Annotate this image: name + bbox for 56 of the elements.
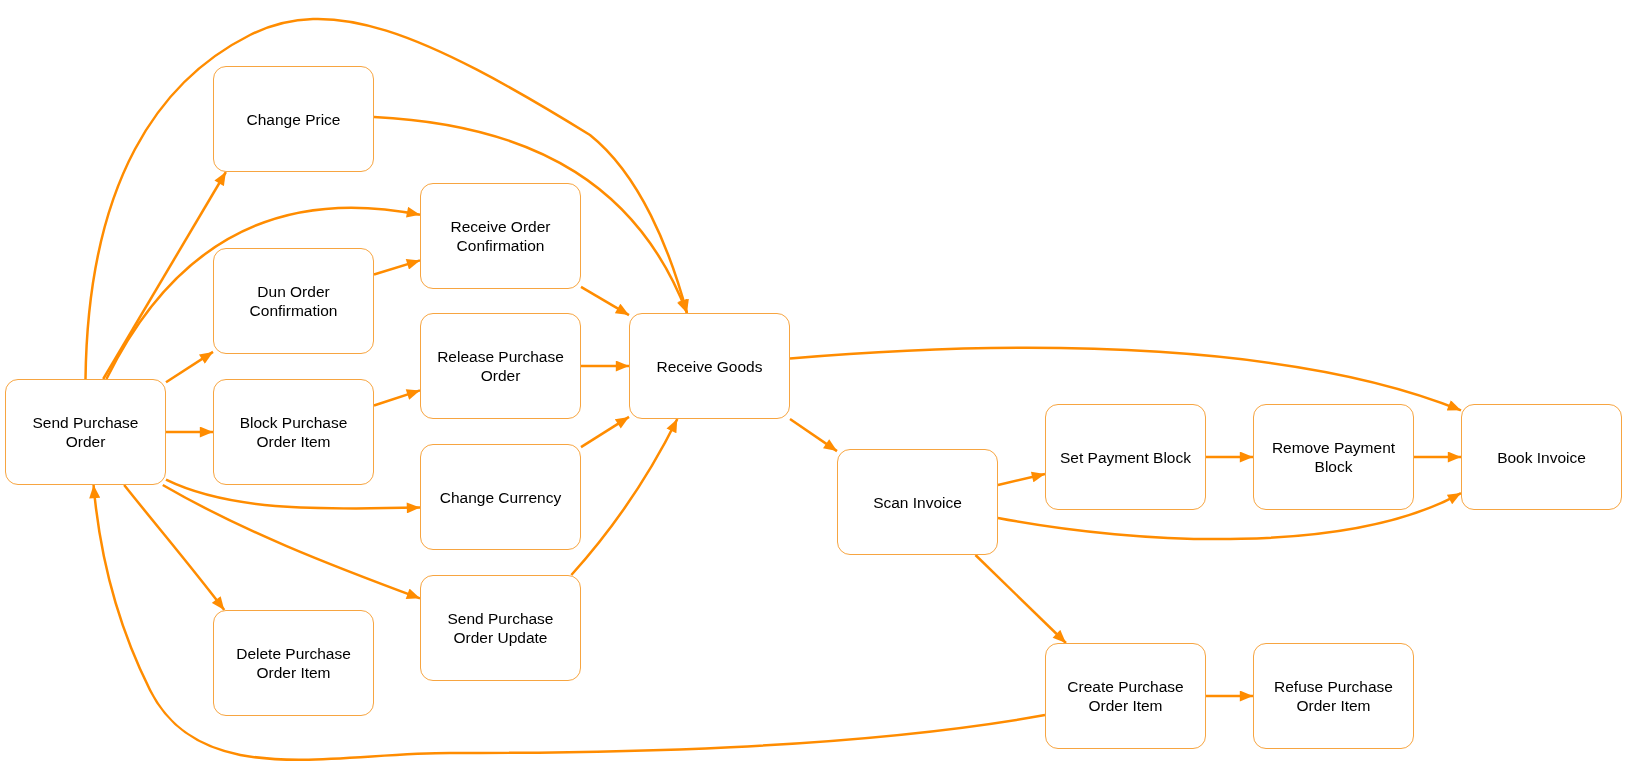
box-label: Scan Invoice: [873, 492, 962, 512]
box-label: Change Price: [246, 109, 341, 129]
box-label: Create Purchase Order Item: [1066, 677, 1185, 715]
process-box: [1253, 643, 1414, 749]
arrow: [373, 259, 421, 276]
box-label: Send Purchase Order Update: [446, 609, 555, 647]
box-label: Book Invoice: [1497, 447, 1586, 467]
box-label: Receive Goods: [656, 356, 763, 376]
arrow: [89, 484, 1046, 761]
arrow: [102, 171, 227, 380]
process-box: [1461, 404, 1622, 510]
process-box: [1253, 404, 1414, 510]
process-box: [213, 66, 374, 172]
box-label: Set Payment Block: [1060, 447, 1191, 467]
arrow: [570, 418, 679, 576]
process-box: [420, 444, 581, 550]
arrow: [105, 206, 421, 380]
arrow: [789, 417, 838, 453]
arrow: [373, 115, 689, 314]
arrow: [165, 478, 421, 514]
process-box: [837, 449, 998, 555]
process-box: [629, 313, 790, 419]
arrow: [997, 471, 1046, 487]
process-box: [420, 313, 581, 419]
box-label: Block Purchase Order Item: [238, 413, 349, 451]
arrow: [580, 415, 630, 449]
process-box: [420, 575, 581, 681]
box-label: Change Currency: [439, 487, 562, 507]
arrow: [580, 285, 630, 317]
arrow: [166, 426, 213, 438]
process-box: [213, 379, 374, 485]
arrow: [373, 389, 421, 407]
arrow: [974, 554, 1067, 644]
process-box: [213, 610, 374, 716]
process-box: [1045, 643, 1206, 749]
arrow: [789, 346, 1462, 412]
box-label: Refuse Purchase Order Item: [1273, 677, 1394, 715]
arrow: [162, 483, 421, 600]
box-label: Release Purchase Order: [436, 347, 565, 385]
box-label: Delete Purchase Order Item: [235, 644, 352, 682]
arrow: [1206, 451, 1253, 463]
arrow: [84, 17, 689, 380]
process-box: [1045, 404, 1206, 510]
box-label: Remove Payment Block: [1270, 438, 1397, 476]
process-box: [213, 248, 374, 354]
arrow: [997, 491, 1462, 541]
arrow: [581, 360, 629, 372]
arrow: [165, 350, 214, 384]
process-box: [5, 379, 166, 485]
arrow: [1414, 451, 1461, 463]
box-label: Send Purchase Order: [31, 413, 140, 451]
process-box: [420, 183, 581, 289]
arrow: [1206, 690, 1253, 702]
arrow: [123, 484, 226, 611]
box-label: Receive Order Confirmation: [449, 217, 552, 255]
box-label: Dun Order Confirmation: [248, 282, 339, 320]
